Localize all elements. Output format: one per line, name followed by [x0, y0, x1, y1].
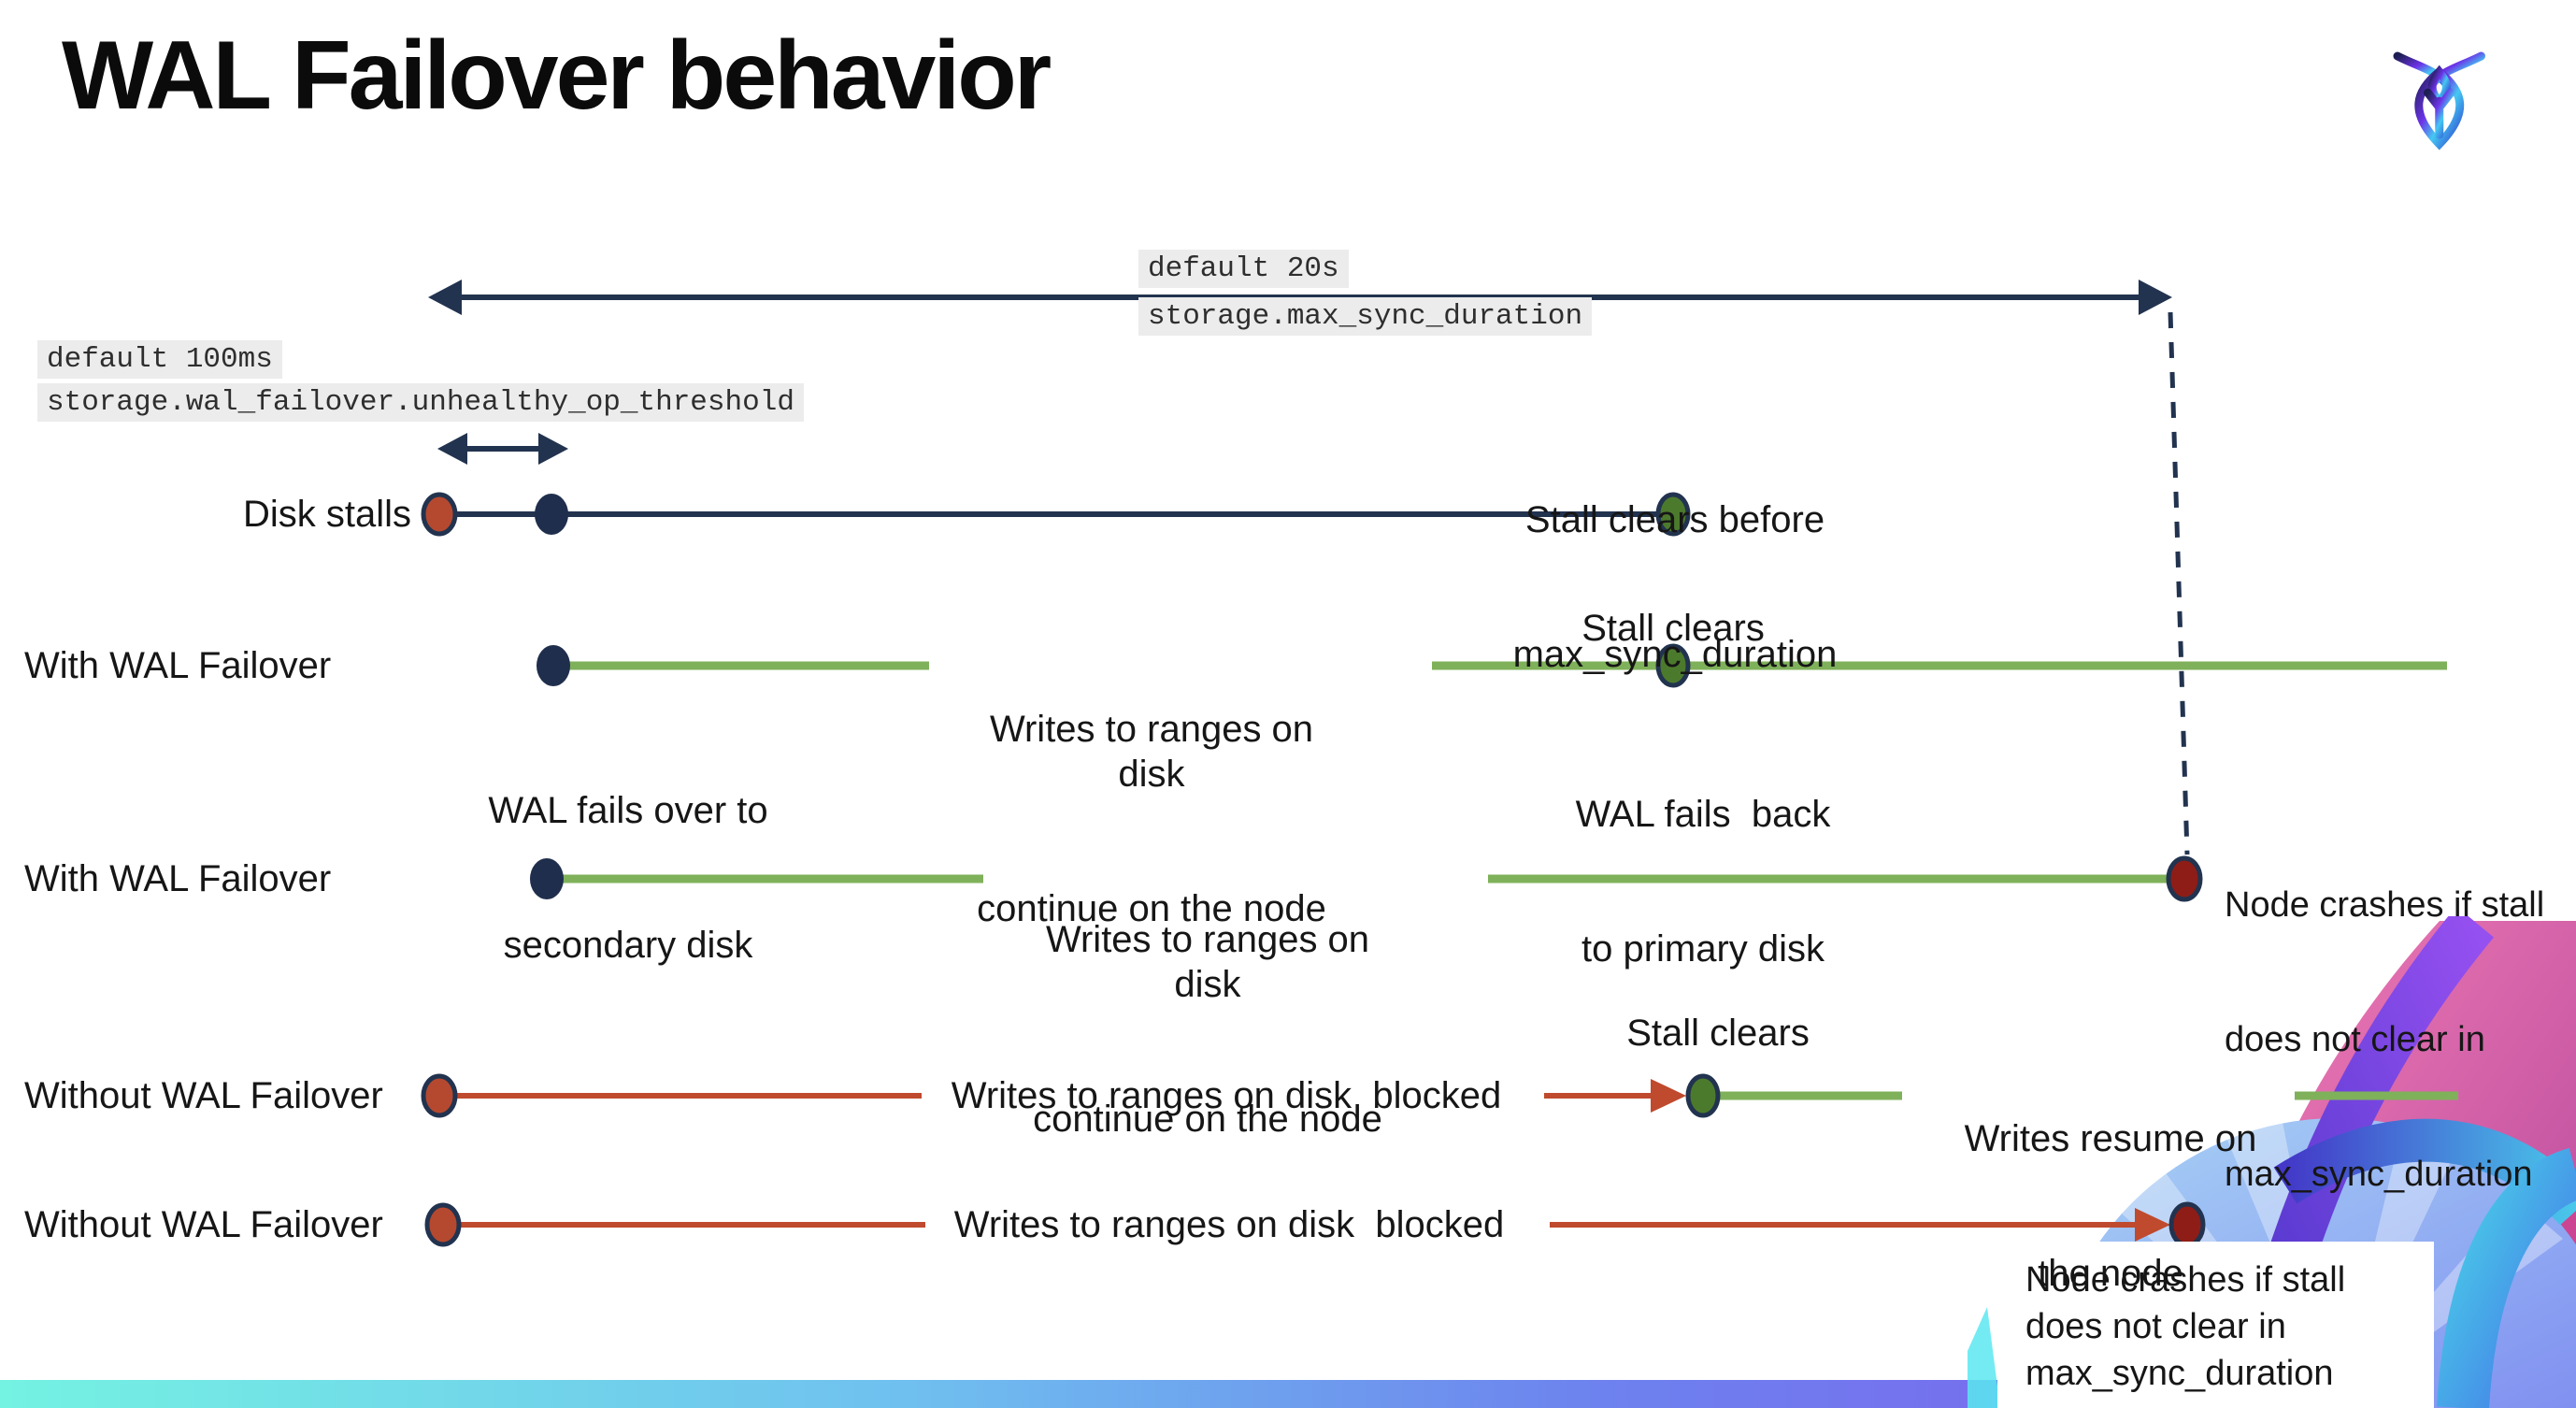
- failover-dot: [537, 645, 570, 686]
- writes-blocked-annotation-2: Writes to ranges on disk blocked: [953, 1204, 1505, 1245]
- writes-continue-annotation-2: Writes to ranges on disk continue on the…: [1021, 827, 1395, 1186]
- annotation-line: the node: [2038, 1253, 2183, 1294]
- annotation-line: WAL fails over to: [488, 790, 768, 831]
- row-label-without-wal-failover-2: Without WAL Failover: [24, 1204, 383, 1245]
- writes-resume-annotation: Writes resume on the node: [1924, 1027, 2297, 1341]
- annotation-line: max_sync_duration: [2025, 1354, 2334, 1393]
- unhealthy-op-default-label: default 100ms: [37, 340, 282, 379]
- setting-default-value: default 100ms: [37, 340, 282, 379]
- blocked-writes-arrowhead: [1651, 1079, 1686, 1113]
- timeline-row-disk-stalls: [421, 492, 1691, 537]
- annotation-line: Node crashes if stall: [2025, 1260, 2346, 1300]
- page-title: WAL Failover behavior: [62, 22, 1052, 130]
- node-crashes-note-text: Node crashes if stall does not clear in …: [1997, 1242, 2434, 1397]
- annotation-line: continue on the node: [977, 888, 1326, 929]
- row-label-without-wal-failover-1: Without WAL Failover: [24, 1075, 383, 1116]
- node-crash-dot: [2166, 855, 2203, 902]
- stall-start-dot: [421, 1073, 458, 1118]
- annotation-line: WAL fails back: [1575, 794, 1831, 835]
- row-label-with-wal-failover-1: With WAL Failover: [24, 645, 332, 686]
- timeline-row-with-failover-2: [530, 855, 2203, 902]
- annotation-line: secondary disk: [503, 925, 753, 966]
- node-crashes-note-box: Node crashes if stall does not clear in …: [1997, 1242, 2434, 1408]
- stall-clears-annotation-1: Stall clears: [1581, 608, 1765, 649]
- annotation-line: Writes to ranges on disk: [989, 709, 1324, 795]
- timeline-row-with-failover-1: [537, 643, 2447, 688]
- max-sync-deadline-dashed-line: [2168, 311, 2190, 855]
- stall-clears-dot: [1655, 492, 1691, 537]
- stall-clears-dot: [1685, 1073, 1721, 1118]
- row-label-with-wal-failover-2: With WAL Failover: [24, 858, 332, 899]
- annotation-line: does not clear in: [2025, 1307, 2286, 1346]
- writes-blocked-annotation-1: Writes to ranges on disk blocked: [951, 1075, 1502, 1116]
- annotation-line: Writes resume on: [1964, 1118, 2257, 1159]
- annotation-line: Writes to ranges on disk: [1045, 919, 1381, 1005]
- annotation-line: continue on the node: [1033, 1099, 1382, 1140]
- failover-trigger-dot: [535, 494, 568, 535]
- annotation-line: Stall clears before: [1524, 499, 1825, 540]
- wal-fails-back-annotation: WAL fails back to primary disk: [1516, 702, 1890, 1016]
- timeline-row-without-failover-1: [421, 1073, 2458, 1118]
- annotation-line: Node crashes if stall: [2225, 885, 2545, 925]
- setting-default-value: default 20s: [1138, 250, 1349, 288]
- stall-clears-dot: [1655, 643, 1691, 688]
- annotation-line: max_sync_duration: [2225, 1155, 2533, 1194]
- setting-name: storage.max_sync_duration: [1138, 297, 1593, 336]
- max-sync-duration-default-label: default 20s: [1138, 250, 1349, 288]
- unhealthy-op-setting-label: storage.wal_failover.unhealthy_op_thresh…: [37, 383, 804, 422]
- node-crashes-annotation: Node crashes if stall does not clear in …: [2225, 793, 2576, 1242]
- setting-name: storage.wal_failover.unhealthy_op_thresh…: [37, 383, 804, 422]
- timeline-row-without-failover-2: [424, 1201, 2206, 1248]
- max-sync-duration-setting-label: storage.max_sync_duration: [1138, 297, 1593, 336]
- stall-start-dot: [424, 1202, 462, 1247]
- annotation-line: does not clear in: [2225, 1020, 2485, 1059]
- failover-dot: [530, 858, 564, 899]
- wal-fails-over-annotation: WAL fails over to secondary disk: [441, 698, 815, 1013]
- annotation-line: max_sync_duration: [1512, 634, 1838, 675]
- unhealthy-op-threshold-span-arrow: [437, 433, 568, 465]
- cockroachdb-logo-icon: [2393, 51, 2486, 151]
- annotation-line: to primary disk: [1581, 928, 1825, 970]
- stall-clears-annotation-2: Stall clears: [1626, 1013, 1810, 1054]
- blocked-writes-arrowhead: [2135, 1208, 2170, 1242]
- stall-clears-before-annotation: Stall clears before max_sync_duration: [1493, 408, 1857, 722]
- row-label-disk-stalls: Disk stalls: [242, 494, 411, 535]
- disk-stall-start-dot: [421, 492, 458, 537]
- writes-continue-annotation-1: Writes to ranges on disk continue on the…: [965, 617, 1338, 976]
